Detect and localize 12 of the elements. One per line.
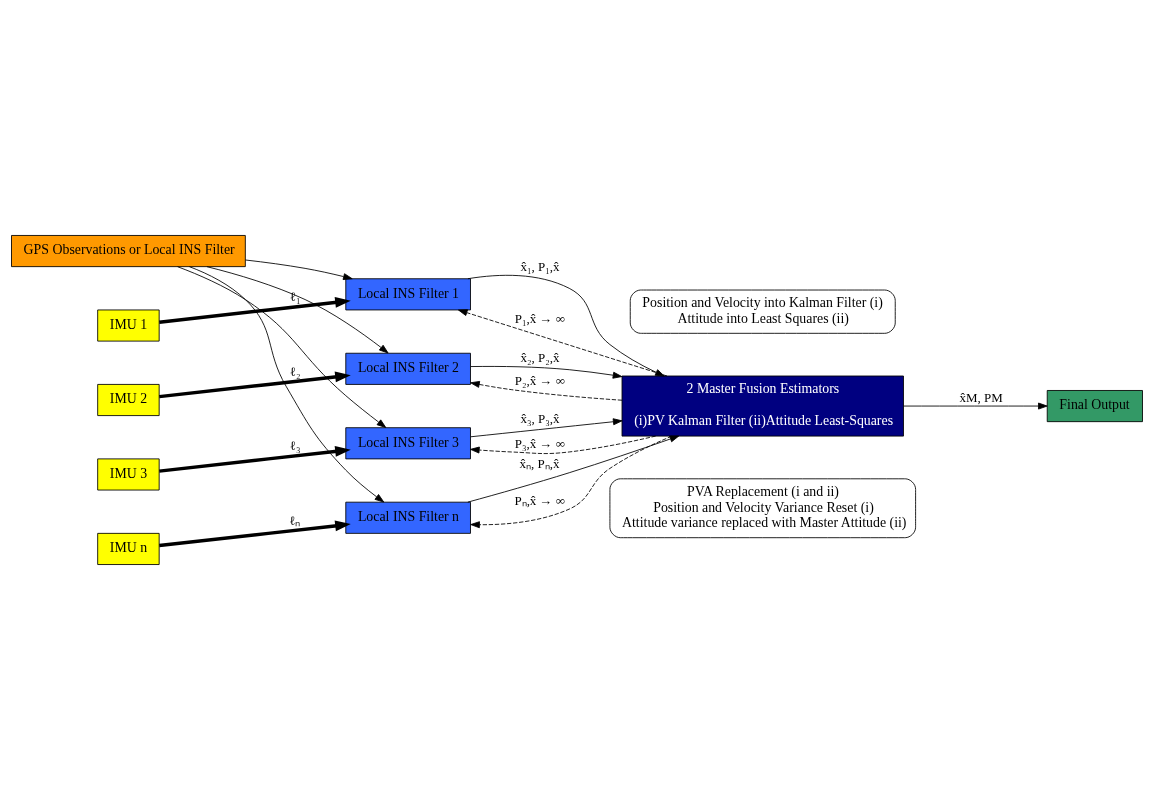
edge-label: ℓ₂ — [289, 363, 301, 379]
edge-label: ℓ₃ — [289, 437, 301, 453]
edge-label: Pₙ,x̂ → ∞ — [514, 492, 566, 508]
edge-label: x̂₃, P₃,x̂ — [520, 410, 560, 426]
edge-label: P₃,x̂ → ∞ — [514, 435, 566, 451]
edge-label: x̂₁, P₁,x̂ — [520, 258, 560, 274]
edge-label: x̂ₙ, Pₙ,x̂ — [519, 455, 560, 471]
edge-label: x̂₂, P₂,x̂ — [520, 349, 560, 365]
edge-label: x̂M, PM — [959, 389, 1003, 405]
edge-label: P₂,x̂ → ∞ — [514, 372, 566, 388]
edge-label: P₁,x̂ → ∞ — [514, 310, 566, 326]
edge-label: ℓₙ — [289, 512, 301, 528]
